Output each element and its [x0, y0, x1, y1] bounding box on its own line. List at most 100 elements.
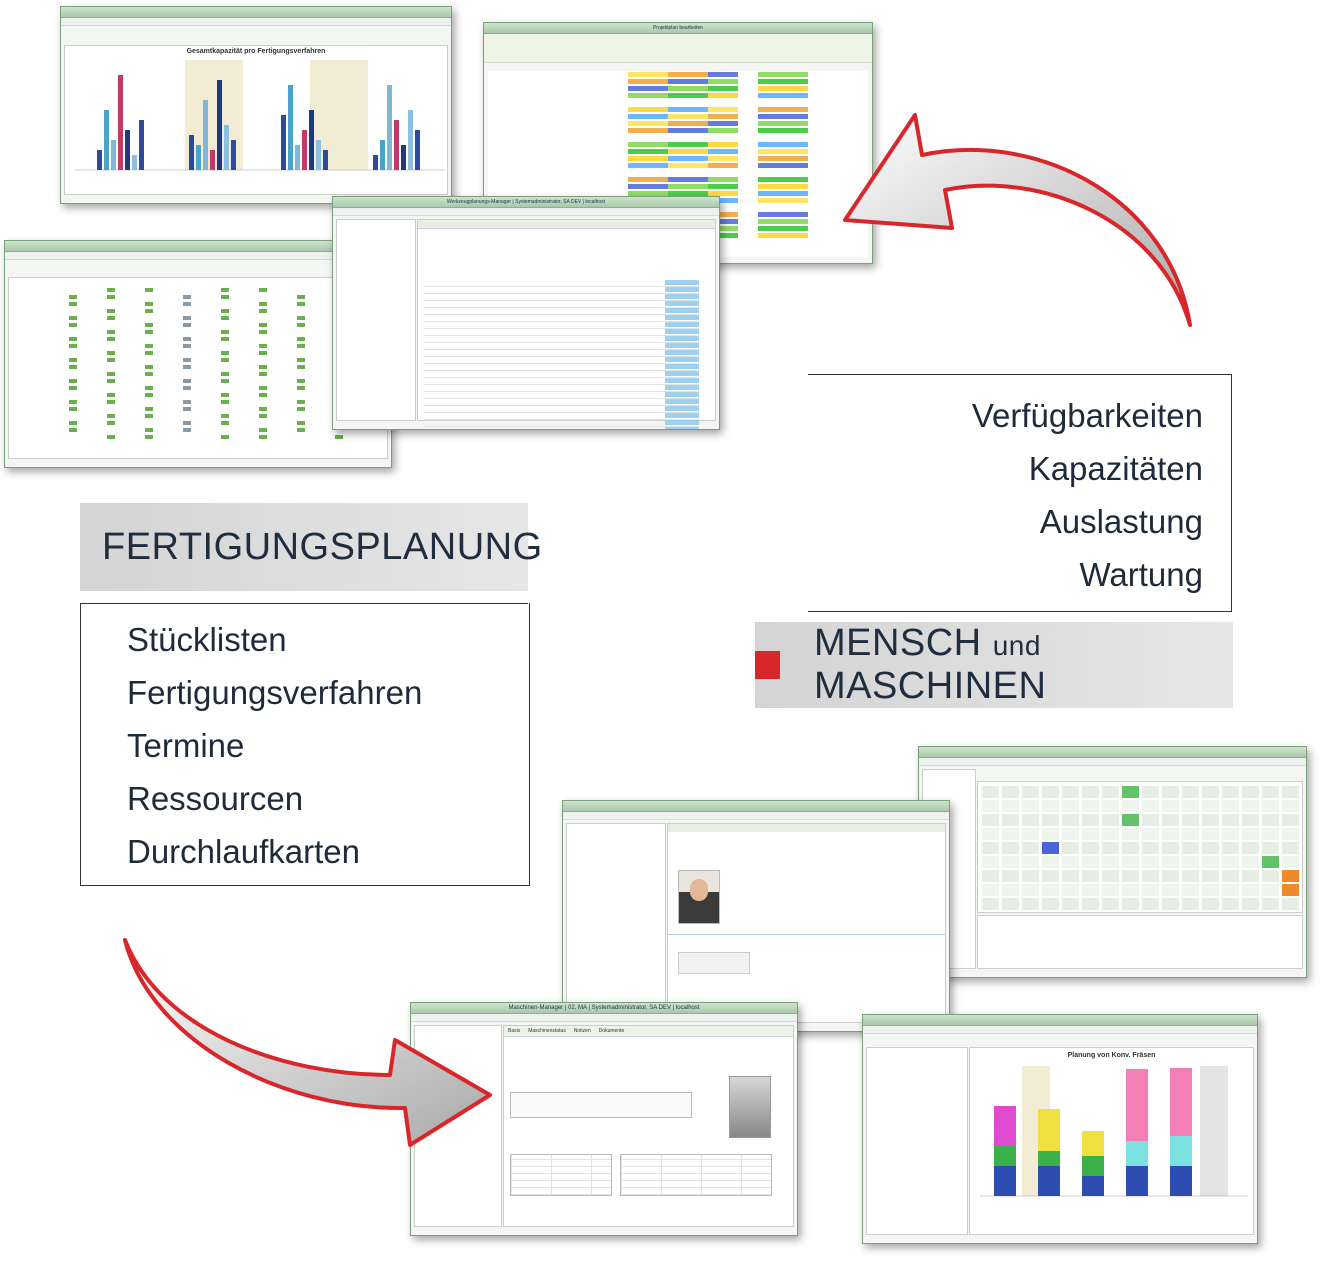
grid-cell: [69, 428, 77, 432]
grid-cell: [297, 337, 305, 341]
table-cell: [668, 107, 708, 112]
calendar-cell: [1222, 884, 1239, 896]
table-row: [488, 106, 868, 113]
grid-cell: [221, 414, 229, 418]
table-row: [488, 78, 868, 85]
calendar-cell: [1042, 814, 1059, 826]
table-cell: [628, 128, 668, 133]
calendar-cell: [1142, 884, 1159, 896]
calendar-cell: [1162, 842, 1179, 854]
tab-notizen[interactable]: Notizen: [573, 1028, 591, 1034]
grid-cell: [183, 337, 191, 341]
grid-cell: [221, 358, 229, 362]
capacity-bar: [210, 150, 215, 170]
capacity-bar: [203, 100, 208, 170]
calendar-cell: [1122, 800, 1139, 812]
capacity-bar: [316, 140, 321, 170]
list-item: Ressourcen: [127, 780, 304, 817]
capacity-bar: [196, 145, 201, 170]
grid-cell: [145, 386, 153, 390]
table-row: [424, 329, 699, 336]
grid-cell: [297, 421, 305, 425]
grid-cell: [221, 295, 229, 299]
table-cell: [708, 121, 738, 126]
table-row: [488, 99, 868, 106]
grid-cell: [183, 379, 191, 383]
calendar-cell: [1122, 842, 1139, 854]
grid-cell: [107, 351, 115, 355]
table-cell: [708, 184, 738, 189]
table-cell: [628, 156, 668, 161]
calendar-cell: [1222, 870, 1239, 882]
grid-cell: [107, 435, 115, 439]
capacity-bar: [394, 120, 399, 170]
calendar-cell: [1182, 898, 1199, 910]
table-row: [424, 308, 699, 315]
table-cell: [665, 392, 699, 397]
list-item: Wartung: [1079, 556, 1204, 593]
table-row: [488, 155, 868, 162]
table-cell: [758, 121, 808, 126]
calendar-cell: [1242, 898, 1259, 910]
list-item: Kapazitäten: [1028, 450, 1203, 487]
calendar-cell: [1122, 856, 1139, 868]
tab-maschinenstatus[interactable]: Maschinenstatus: [528, 1028, 566, 1034]
calendar-cell: [1222, 898, 1239, 910]
calendar-cell: [1102, 786, 1119, 798]
calendar-cell: [1262, 898, 1279, 910]
calendar-cell: [1002, 870, 1019, 882]
grid-cell: [107, 309, 115, 313]
calendar-cell: [1102, 828, 1119, 840]
table-cell: [665, 385, 699, 390]
calendar-cell: [1182, 884, 1199, 896]
arrow-to-project-icon: [843, 113, 1192, 327]
grid-cell: [145, 323, 153, 327]
grid-cell: [69, 358, 77, 362]
calendar-cell: [1262, 800, 1279, 812]
grid-cell: [183, 358, 191, 362]
calendar-cell: [1002, 786, 1019, 798]
table-cell: [665, 371, 699, 376]
grid-cell: [107, 393, 115, 397]
table-cell: [758, 212, 808, 217]
table-cell: [758, 156, 808, 161]
grid-cell: [259, 288, 267, 292]
table-cell: [628, 121, 668, 126]
table-cell: [668, 72, 708, 77]
grid-cell: [183, 295, 191, 299]
planning-bar-segment: [1126, 1069, 1148, 1141]
calendar-cell: [1022, 786, 1039, 798]
calendar-cell: [1102, 898, 1119, 910]
calendar-cell: [982, 842, 999, 854]
capacity-bar: [231, 140, 236, 170]
capacity-bar: [387, 85, 392, 170]
grid-cell: [183, 421, 191, 425]
table-row: [424, 294, 699, 301]
table-cell: [758, 86, 808, 91]
tab-basis[interactable]: Basis: [508, 1028, 521, 1034]
calendar-cell: [1142, 800, 1159, 812]
calendar-cell: [1042, 800, 1059, 812]
table-cell: [668, 114, 708, 119]
table-cell: [668, 128, 708, 133]
calendar-cell: [1182, 828, 1199, 840]
calendar-cell: [1002, 856, 1019, 868]
list-item: Termine: [127, 727, 245, 764]
fertigungsplanung-banner: FERTIGUNGSPLANUNG: [80, 503, 542, 591]
calendar-cell: [1282, 842, 1299, 854]
calendar-cell: [1122, 884, 1139, 896]
table-row: [488, 127, 868, 134]
machine-manager-screenshot: Maschinen-Manager | 02, MA | Systemadmin…: [410, 1002, 798, 1236]
grid-cell: [145, 365, 153, 369]
tab-dokumente[interactable]: Dokumente: [598, 1028, 625, 1034]
calendar-cell: [1062, 814, 1079, 826]
table-cell: [708, 142, 738, 147]
table-cell: [665, 294, 699, 299]
table-cell: [758, 177, 808, 182]
calendar-cell: [1142, 786, 1159, 798]
grid-cell: [297, 302, 305, 306]
calendar-cell: [1102, 870, 1119, 882]
table-cell: [708, 72, 738, 77]
calendar-cell: [1082, 842, 1099, 854]
grid-cell: [69, 302, 77, 306]
